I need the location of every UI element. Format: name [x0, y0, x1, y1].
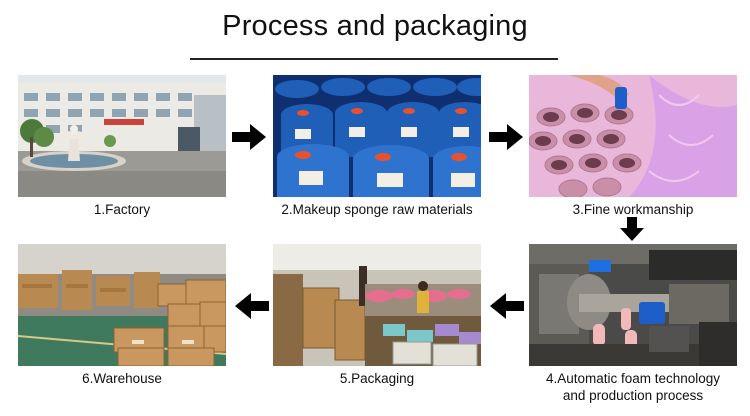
step-raw-materials: 2.Makeup sponge raw materials	[273, 75, 481, 217]
arrow-down-icon	[620, 217, 644, 241]
warehouse-photo	[18, 244, 226, 366]
step-warehouse-caption: 6.Warehouse	[82, 371, 162, 386]
title-underline	[190, 58, 558, 60]
arrow-left-icon	[235, 293, 269, 319]
step-workmanship-caption: 3.Fine workmanship	[572, 202, 694, 217]
arrow-left-icon	[490, 293, 524, 319]
step-factory: 1.Factory	[18, 75, 226, 217]
arrow-right-icon	[489, 124, 523, 150]
step-packaging: 5.Packaging	[273, 244, 481, 386]
step-automatic-foam-caption: 4.Automatic foam technology and producti…	[509, 370, 750, 404]
step-factory-caption: 1.Factory	[93, 202, 151, 217]
step-packaging-caption: 5.Packaging	[339, 371, 415, 386]
arrow-right-icon	[232, 124, 266, 150]
workmanship-photo	[529, 75, 737, 197]
step-raw-materials-caption: 2.Makeup sponge raw materials	[281, 202, 473, 217]
step-warehouse: 6.Warehouse	[18, 244, 226, 386]
automatic-foam-photo	[529, 244, 737, 366]
caption-line: and production process	[562, 388, 704, 403]
caption-line: 4.Automatic foam technology	[545, 371, 721, 386]
raw-materials-photo	[273, 75, 481, 197]
factory-photo	[18, 75, 226, 197]
page-title: Process and packaging	[222, 10, 528, 42]
step-workmanship: 3.Fine workmanship	[529, 75, 737, 217]
packaging-photo	[273, 244, 481, 366]
step-automatic-foam: 4.Automatic foam technology and producti…	[529, 244, 737, 403]
